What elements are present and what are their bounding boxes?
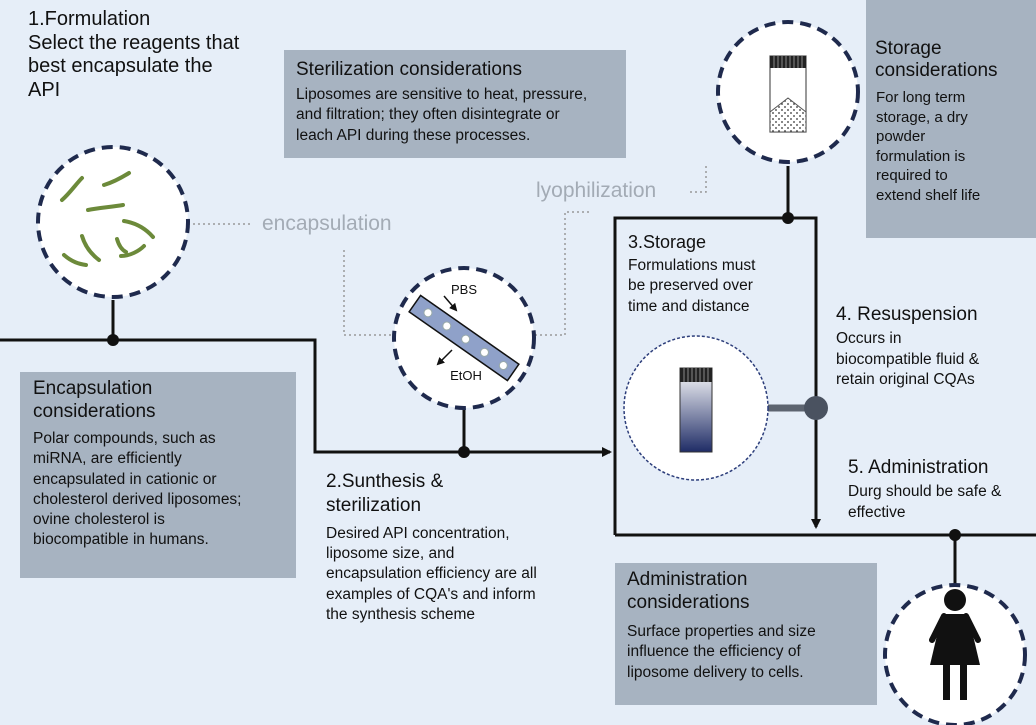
- storage-step-title: 3.Storage: [628, 232, 707, 252]
- sterilization-line-1: Liposomes are sensitive to heat, pressur…: [296, 86, 588, 103]
- storage-considerations-line-6: extend shelf life: [876, 186, 981, 204]
- mirna-circle-icon: [36, 145, 190, 299]
- sterilization-title: Sterilization considerations: [296, 59, 523, 80]
- synthesis-line-3: encapsulation efficiency are all: [326, 565, 537, 583]
- synthesis-line-5: the synthesis scheme: [326, 606, 476, 624]
- administration-considerations-line-2: influence the efficiency of: [627, 643, 801, 661]
- person-icon: [929, 589, 981, 700]
- synthesis-circle-icon: PBS EtOH: [392, 266, 536, 410]
- sterilization-considerations-box: Sterilization considerations Liposomes a…: [284, 50, 626, 158]
- formulation-title: 1.Formulation: [28, 8, 151, 30]
- encapsulation-considerations-title-1: Encapsulation: [33, 378, 153, 399]
- administration-considerations-title-2: considerations: [627, 591, 750, 613]
- administration-line-1: Durg should be safe &: [848, 483, 1002, 501]
- lyophilization-junction: [782, 212, 794, 224]
- encapsulation-considerations-title-2: considerations: [33, 400, 156, 422]
- sterilization-line-3: leach API during these processes.: [296, 126, 531, 144]
- storage-step-line-1: Formulations must: [628, 257, 756, 275]
- synthesis-line-1: Desired API concentration,: [326, 524, 510, 542]
- storage-considerations-line-1: For long term: [876, 89, 966, 106]
- administration-step: 5. Administration Durg should be safe & …: [848, 457, 1036, 523]
- storage-considerations-line-5: required to: [876, 167, 948, 184]
- patient-circle-icon: [883, 583, 1027, 725]
- administration-junction: [949, 529, 961, 541]
- storage-considerations-title-2: considerations: [875, 60, 998, 82]
- synthesis-title-2: sterilization: [326, 494, 422, 516]
- formulation-step: 1.Formulation Select the reagents that b…: [28, 8, 278, 102]
- resuspension-line-3: retain original CQAs: [836, 370, 975, 388]
- storage-considerations-line-3: powder: [876, 128, 926, 145]
- resuspended-vial-circle-icon: [623, 335, 769, 481]
- storage-considerations-box: Storage considerations For long term sto…: [866, 0, 1036, 238]
- encapsulation-considerations-box: Encapsulation considerations Polar compo…: [20, 372, 296, 578]
- storage-considerations-line-4: formulation is: [876, 147, 966, 165]
- resuspension-junction: [804, 396, 828, 420]
- storage-box-outline: [613, 216, 818, 535]
- synthesis-junction: [458, 446, 470, 458]
- encapsulation-considerations-line-6: biocompatible in humans.: [33, 531, 209, 549]
- encapsulation-considerations-line-5: ovine cholesterol is: [33, 511, 165, 529]
- synthesis-line-4: examples of CQA's and inform: [326, 585, 536, 603]
- encapsulation-considerations-line-4: cholesterol derived liposomes;: [33, 490, 242, 508]
- formulation-line-3: API: [28, 78, 61, 101]
- formulation-junction: [107, 334, 119, 346]
- administration-considerations-line-1: Surface properties and size: [627, 623, 816, 640]
- administration-considerations-line-3: liposome delivery to cells.: [627, 663, 804, 681]
- encapsulation-considerations-line-2: miRNA, are efficiently: [33, 450, 182, 468]
- lyophilization-dotted-line: [690, 166, 707, 193]
- sterilization-line-2: and filtration; they often disintegrate …: [296, 106, 560, 124]
- resuspension-step: 4. Resuspension Occurs in biocompatible …: [836, 304, 1034, 390]
- formulation-line-2: best encapsulate the: [28, 55, 213, 78]
- etoh-label: EtOH: [450, 368, 482, 383]
- storage-step-line-3: time and distance: [628, 297, 750, 315]
- powder-vial-circle-icon: [716, 20, 860, 164]
- synthesis-title-1: 2.Sunthesis &: [326, 471, 444, 492]
- synthesis-to-lyophilization-dotted: [510, 211, 590, 336]
- formulation-line-1: Select the reagents that: [28, 31, 240, 54]
- resuspension-title: 4. Resuspension: [836, 304, 978, 325]
- administration-considerations-title-1: Administration: [627, 569, 748, 590]
- administration-line-2: effective: [848, 503, 906, 521]
- administration-considerations-box: Administration considerations Surface pr…: [615, 563, 877, 705]
- encapsulation-considerations-line-3: encapsulated in cationic or: [33, 470, 217, 488]
- synthesis-line-2: liposome size, and: [326, 544, 455, 562]
- storage-considerations-line-2: storage, a dry: [876, 108, 968, 126]
- administration-title: 5. Administration: [848, 457, 989, 478]
- encapsulation-considerations-line-1: Polar compounds, such as: [33, 430, 216, 447]
- storage-step: 3.Storage Formulations must be preserved…: [628, 232, 813, 317]
- storage-considerations-title-1: Storage: [875, 38, 942, 59]
- encapsulation-label: encapsulation: [262, 212, 392, 235]
- pbs-label: PBS: [451, 282, 477, 297]
- storage-step-line-2: be preserved over: [628, 277, 753, 295]
- resuspension-line-2: biocompatible fluid &: [836, 350, 980, 368]
- lyophilization-label: lyophilization: [536, 179, 657, 202]
- synthesis-step: 2.Sunthesis & sterilization Desired API …: [326, 470, 596, 626]
- resuspension-line-1: Occurs in: [836, 330, 902, 348]
